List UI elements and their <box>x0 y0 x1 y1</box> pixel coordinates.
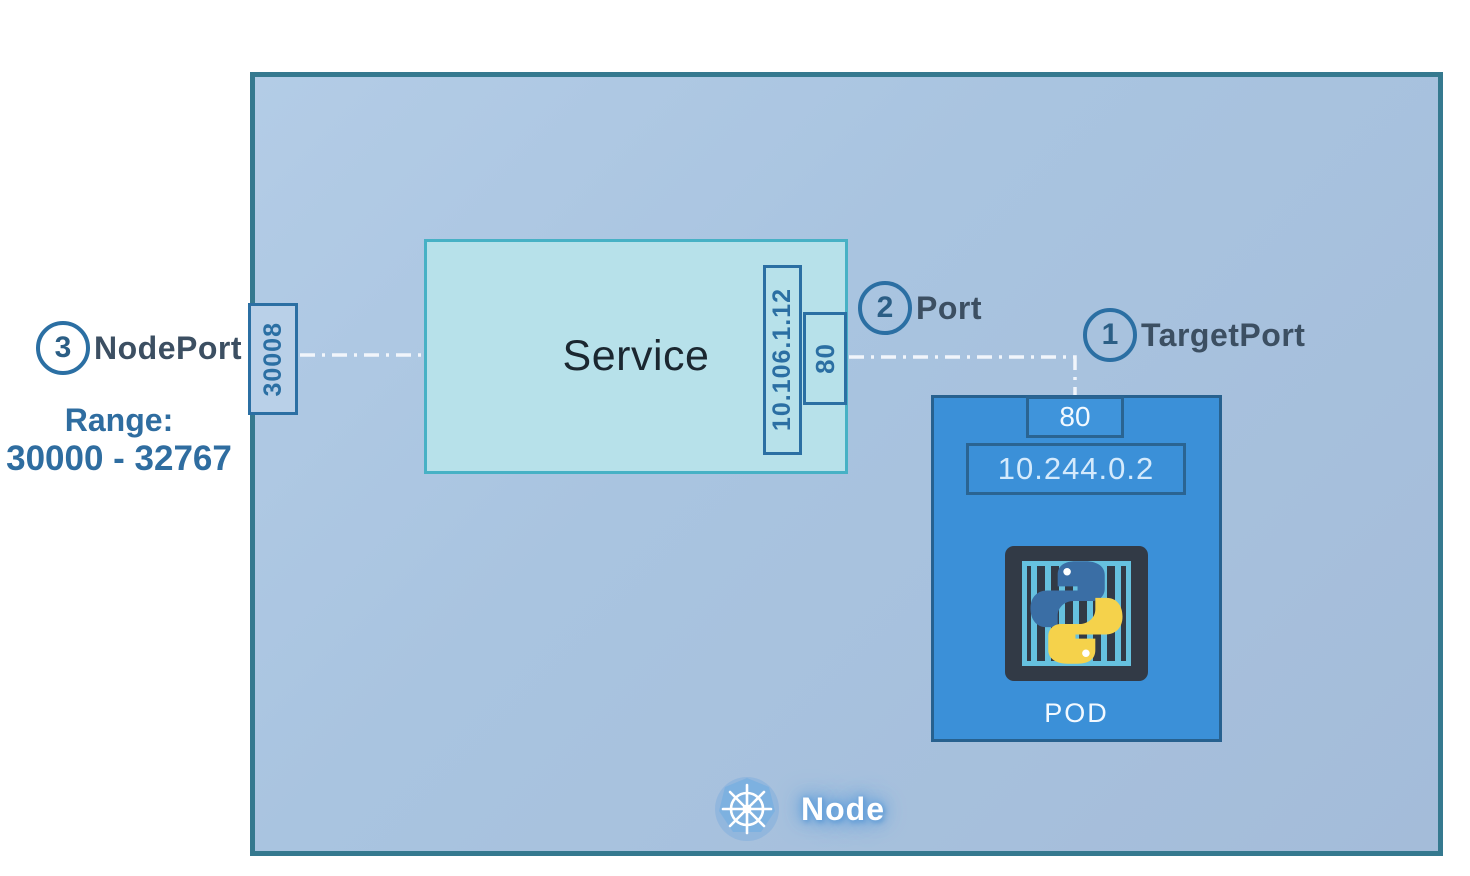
targetport-label: TargetPort <box>1141 316 1306 353</box>
pod-box: 80 10.244.0.2 POD <box>931 395 1222 742</box>
node-badge: Node <box>713 775 885 843</box>
port-label: Port <box>916 289 982 326</box>
service-port: 80 <box>809 343 840 374</box>
nodeport-annotation: 3 NodePort <box>36 321 242 375</box>
port-annotation: 2 Port <box>858 281 982 335</box>
container-icon <box>1005 546 1148 681</box>
service-port-box: 80 <box>803 312 847 405</box>
pod-label: POD <box>1044 698 1109 728</box>
kubernetes-helm-icon <box>715 777 779 841</box>
step-3-badge: 3 <box>36 321 90 375</box>
targetport-annotation: 1 TargetPort <box>1083 308 1305 362</box>
nodeport-range: Range: 30000 - 32767 <box>0 402 238 480</box>
python-logo-icon <box>1030 561 1123 664</box>
range-title: Range: <box>64 402 174 438</box>
step-1-badge: 1 <box>1083 308 1137 362</box>
node-label: Node <box>801 790 885 827</box>
pod-target-port: 80 <box>1059 401 1091 432</box>
nodeport-value-box: 30008 <box>248 303 298 415</box>
nodeport-label: NodePort <box>94 329 242 366</box>
service-cluster-ip-box: 10.106.1.12 <box>763 265 802 455</box>
step-2-badge: 2 <box>858 281 912 335</box>
pod-ip-box: 10.244.0.2 <box>966 443 1186 495</box>
service-label: Service <box>562 332 710 380</box>
service-cluster-ip: 10.106.1.12 <box>768 288 796 432</box>
pod-ip: 10.244.0.2 <box>997 451 1155 486</box>
pod-target-port-box: 80 <box>1026 396 1124 438</box>
range-value: 30000 - 32767 <box>6 439 232 478</box>
node-box: 30008 Service 10.106.1.12 80 2 Port 1 Ta… <box>248 72 1443 856</box>
nodeport-value: 30008 <box>258 321 287 397</box>
